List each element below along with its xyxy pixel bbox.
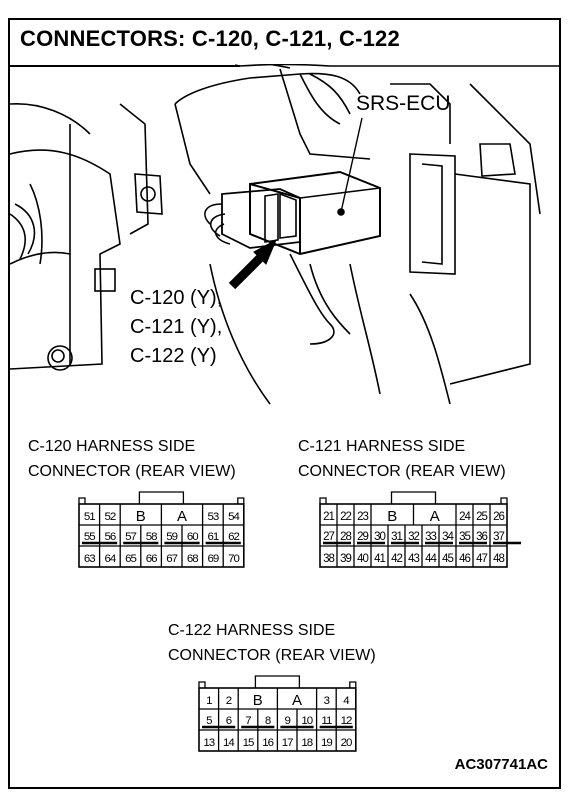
pin-58: 58 — [146, 531, 157, 543]
pin-52: 52 — [105, 511, 116, 523]
pin-47: 47 — [476, 553, 487, 565]
c121-key-b: B — [387, 508, 397, 525]
c120-svg: 51 52 53 54 55 56 57 58 59 60 61 62 63 64 65 66 67 68 69 70… — [78, 491, 245, 568]
pin-68: 68 — [187, 553, 198, 565]
c120-connector-diagram: 51 52 53 54 55 56 57 58 59 60 61 62 63 64 65 66 67 68 69 70… — [77, 490, 246, 569]
pin-29: 29 — [357, 531, 368, 543]
pin-53: 53 — [208, 511, 219, 523]
pin-33: 33 — [425, 531, 436, 543]
pin-64: 64 — [105, 553, 117, 565]
pin-38: 38 — [323, 553, 334, 565]
pin-63: 63 — [84, 553, 95, 565]
pin-6: 6 — [226, 715, 232, 727]
pin-19: 19 — [321, 737, 332, 749]
pin-34: 34 — [442, 531, 454, 543]
pin-27: 27 — [323, 531, 334, 543]
pin-69: 69 — [208, 553, 219, 565]
pin-15: 15 — [243, 737, 254, 749]
c121-connector-diagram: 21 22 23 24 25 26 27 28 29 30 31 32 33 34 35 36 37 38 39 40… — [318, 490, 521, 569]
pin-56: 56 — [105, 531, 116, 543]
pin-59: 59 — [166, 531, 177, 543]
c120-header-line1: C-120 HARNESS SIDE — [28, 438, 196, 455]
pin-48: 48 — [493, 553, 504, 565]
figure-frame — [8, 18, 561, 789]
pin-18: 18 — [301, 737, 312, 749]
pin-21: 21 — [323, 511, 334, 523]
pin-23: 23 — [357, 511, 368, 523]
callout-line-c120: C-120 (Y), — [130, 287, 223, 309]
c122-header-line1: C-122 HARNESS SIDE — [168, 622, 336, 639]
pin-13: 13 — [203, 737, 214, 749]
pin-60: 60 — [187, 531, 198, 543]
pin-62: 62 — [228, 531, 239, 543]
figure-code: AC307741AC — [454, 756, 548, 773]
pin-12: 12 — [341, 715, 352, 727]
pin-42: 42 — [391, 553, 402, 565]
pin-20: 20 — [341, 737, 352, 749]
c120-key-a: A — [177, 508, 187, 525]
pin-8: 8 — [265, 715, 271, 727]
connector-callout: C-120 (Y), C-121 (Y), C-122 (Y) — [130, 284, 222, 371]
c120-header-line2: CONNECTOR (REAR VIEW) — [28, 463, 236, 480]
pin-45: 45 — [442, 553, 453, 565]
pin-4: 4 — [343, 695, 350, 707]
pin-9: 9 — [285, 715, 291, 727]
c121-key-a: A — [430, 508, 440, 525]
pin-24: 24 — [459, 511, 471, 523]
pin-2: 2 — [226, 695, 232, 707]
pin-7: 7 — [245, 715, 251, 727]
pin-16: 16 — [262, 737, 273, 749]
pin-46: 46 — [459, 553, 470, 565]
pin-17: 17 — [282, 737, 293, 749]
pin-10: 10 — [301, 715, 312, 727]
callout-line-c122: C-122 (Y) — [130, 345, 217, 367]
pin-28: 28 — [340, 531, 351, 543]
pin-61: 61 — [208, 531, 219, 543]
pin-31: 31 — [391, 531, 402, 543]
pin-5: 5 — [206, 715, 212, 727]
pin-39: 39 — [340, 553, 351, 565]
pin-22: 22 — [340, 511, 351, 523]
pin-26: 26 — [493, 511, 504, 523]
pin-3: 3 — [324, 695, 330, 707]
pin-25: 25 — [476, 511, 487, 523]
pin-36: 36 — [476, 531, 487, 543]
pin-35: 35 — [459, 531, 470, 543]
pin-66: 66 — [146, 553, 157, 565]
c122-header: C-122 HARNESS SIDE CONNECTOR (REAR VIEW) — [168, 618, 376, 668]
pin-37: 37 — [493, 531, 504, 543]
pin-55: 55 — [84, 531, 95, 543]
pin-70: 70 — [228, 553, 239, 565]
c121-header: C-121 HARNESS SIDE CONNECTOR (REAR VIEW) — [298, 434, 506, 484]
vehicle-illustration — [9, 61, 559, 428]
pin-14: 14 — [223, 737, 235, 749]
pin-54: 54 — [228, 511, 240, 523]
c122-header-line2: CONNECTOR (REAR VIEW) — [168, 647, 376, 664]
c122-key-a: A — [292, 692, 302, 709]
srs-ecu-label: SRS-ECU — [356, 92, 451, 115]
callout-line-c121: C-121 (Y), — [130, 316, 223, 338]
pin-30: 30 — [374, 531, 385, 543]
pin-65: 65 — [125, 553, 136, 565]
c120-key-b: B — [136, 508, 146, 525]
pin-51: 51 — [84, 511, 95, 523]
pin-67: 67 — [166, 553, 177, 565]
c122-key-b: B — [253, 692, 263, 709]
pin-43: 43 — [408, 553, 419, 565]
pin-57: 57 — [125, 531, 136, 543]
c121-header-line1: C-121 HARNESS SIDE — [298, 438, 466, 455]
c121-svg: 21 22 23 24 25 26 27 28 29 30 31 32 33 34 35 36 37 38 39 40… — [319, 491, 521, 568]
pin-1: 1 — [206, 695, 212, 707]
pin-41: 41 — [374, 553, 385, 565]
pin-44: 44 — [425, 553, 437, 565]
c121-header-line2: CONNECTOR (REAR VIEW) — [298, 463, 506, 480]
pin-32: 32 — [408, 531, 419, 543]
pin-40: 40 — [357, 553, 368, 565]
c120-header: C-120 HARNESS SIDE CONNECTOR (REAR VIEW) — [28, 434, 236, 484]
pin-11: 11 — [321, 715, 332, 727]
page-title: CONNECTORS: C-120, C-121, C-122 — [20, 26, 400, 51]
